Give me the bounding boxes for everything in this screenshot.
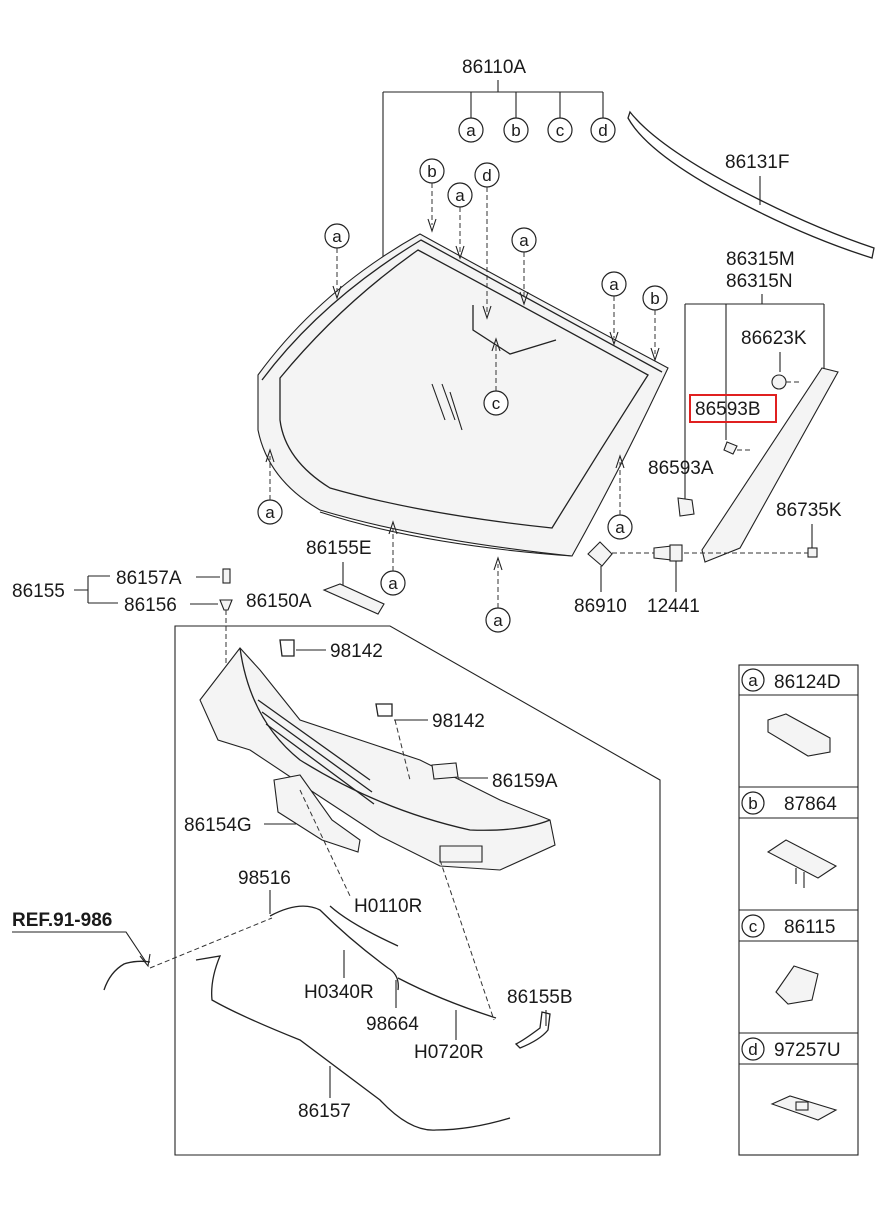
svg-text:a: a [493, 611, 503, 630]
label-98516[interactable]: 98516 [238, 868, 291, 889]
svg-text:a: a [388, 574, 398, 593]
glass-callouts: a b a d a a b c a a a a [257, 158, 668, 633]
svg-text:d: d [482, 166, 491, 185]
callout-d [590, 117, 616, 143]
svg-text:b: b [748, 794, 757, 813]
svg-text:b: b [650, 289, 659, 308]
callout-b [503, 117, 529, 143]
svg-text:a: a [332, 227, 342, 246]
label-86315M[interactable]: 86315M [726, 249, 795, 270]
label-H0720R[interactable]: H0720R [414, 1042, 484, 1063]
label-86159A[interactable]: 86159A [492, 771, 558, 792]
group-86110A: 86110A a b c d [382, 57, 616, 262]
legend-part-a[interactable]: 86124D [774, 672, 841, 693]
label-86110A[interactable]: 86110A [462, 57, 526, 78]
legend: a 86124D b 87864 c 86115 d 97257U [738, 664, 859, 1156]
legend-part-d[interactable]: 97257U [774, 1040, 841, 1061]
callout-a [458, 117, 484, 143]
windshield-glass [257, 233, 669, 557]
label-86155[interactable]: 86155 [12, 581, 65, 602]
label-86155E[interactable]: 86155E [306, 538, 372, 559]
label-86315N[interactable]: 86315N [726, 271, 793, 292]
label-86623K[interactable]: 86623K [741, 328, 807, 349]
label-86150A[interactable]: 86150A [246, 591, 312, 612]
group-86155: 86155E 86155 86157A 86156 86150A [12, 538, 385, 616]
callout-c [547, 117, 573, 143]
label-98664[interactable]: 98664 [366, 1014, 419, 1035]
label-H0110R[interactable]: H0110R [354, 896, 422, 917]
label-86593A[interactable]: 86593A [648, 458, 714, 479]
svg-text:b: b [427, 162, 436, 181]
svg-text:a: a [615, 518, 625, 537]
label-86155B[interactable]: 86155B [507, 987, 573, 1008]
label-98142-b[interactable]: 98142 [432, 711, 485, 732]
svg-text:a: a [609, 275, 619, 294]
svg-text:d: d [748, 1040, 757, 1059]
svg-text:c: c [492, 394, 501, 413]
pillar-group: 86315M 86315N 86623K 86593B 86593A 86735… [574, 249, 842, 617]
svg-text:a: a [265, 503, 275, 522]
label-86157A[interactable]: 86157A [116, 568, 182, 589]
svg-text:b: b [511, 121, 520, 140]
legend-part-b[interactable]: 87864 [784, 794, 837, 815]
svg-text:c: c [556, 121, 565, 140]
cowl-box: 98142 98142 86159A 86154G 98516 H0110R H… [149, 610, 661, 1156]
label-H0340R[interactable]: H0340R [304, 982, 374, 1003]
label-98142-a[interactable]: 98142 [330, 641, 383, 662]
label-86154G[interactable]: 86154G [184, 815, 252, 836]
ref-group: REF.91-986 [12, 910, 151, 991]
svg-text:c: c [749, 917, 758, 936]
highlight-86593B [689, 394, 777, 423]
ref-label[interactable]: REF.91-986 [12, 910, 112, 931]
molding-86131F: 86131F [627, 110, 875, 259]
svg-text:a: a [748, 671, 758, 690]
legend-part-c[interactable]: 86115 [784, 917, 835, 938]
label-12441[interactable]: 12441 [647, 596, 700, 617]
svg-text:a: a [466, 121, 476, 140]
label-86910[interactable]: 86910 [574, 596, 627, 617]
label-86593B[interactable]: 86593B [695, 399, 761, 420]
svg-text:d: d [598, 121, 607, 140]
svg-text:a: a [519, 231, 529, 250]
svg-text:a: a [455, 186, 465, 205]
label-86156[interactable]: 86156 [124, 595, 177, 616]
label-86131F[interactable]: 86131F [725, 152, 789, 173]
label-86157[interactable]: 86157 [298, 1101, 351, 1122]
label-86735K[interactable]: 86735K [776, 500, 842, 521]
